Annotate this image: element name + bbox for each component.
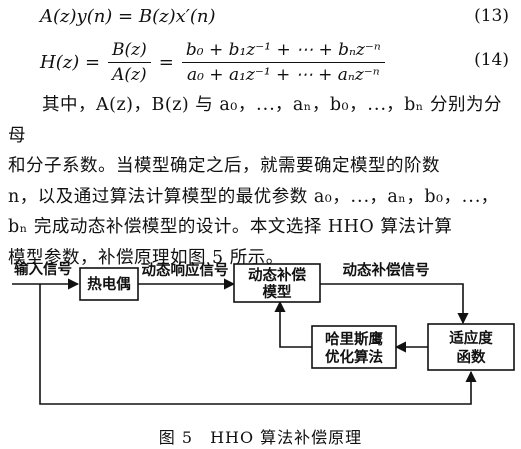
compensation-signal-arrow [320,283,469,325]
hho-label-1: 哈里斯鹰 [325,330,383,348]
equation-14-lhs: H(z) = [40,51,101,73]
compensation-model-label-2: 模型 [263,283,292,301]
hho-label-2: 优化算法 [325,348,383,366]
hho-to-model-arrow [274,300,312,348]
fitness-box [427,323,515,371]
equation-14-frac1-denominator: A(z) [112,64,147,85]
body-paragraph: 其中，A(z)，B(z) 与 a₀，⋯，aₙ，b₀，⋯，bₙ 分别为分母 和分子… [8,90,513,273]
equation-14-fraction-2: b₀ + b₁z⁻¹ + ⋯ + bₙz⁻ⁿ a₀ + a₁z⁻¹ + ⋯ + … [181,40,385,85]
equation-14-fraction-1: B(z) A(z) [108,40,151,85]
hho-box [311,325,397,369]
paragraph-line-1: 其中，A(z)，B(z) 与 a₀，⋯，aₙ，b₀，⋯，bₙ 分别为分母 [8,95,502,146]
equation-14-equals: = [158,51,174,73]
paragraph-line-4: bₙ 完成动态补偿模型的设计。本文选择 HHO 算法计算 [8,217,453,237]
paragraph-line-3: n，以及通过算法计算模型的最优参数 a₀，⋯，aₙ，b₀，⋯， [8,186,499,207]
equation-14-number: (14) [474,50,509,70]
compensation-model-box [233,263,321,303]
fitness-label-1: 适应度 [449,329,493,347]
paragraph-line-2: 和分子系数。当模型确定之后，就需要确定模型的阶数 [8,156,440,176]
thermocouple-label: 热电偶 [87,275,131,293]
equation-14: H(z) = B(z) A(z) = b₀ + b₁z⁻¹ + ⋯ + bₙz⁻… [0,34,521,90]
equation-14-frac2-numerator: b₀ + b₁z⁻¹ + ⋯ + bₙz⁻ⁿ [181,40,385,63]
equation-14-frac2-denominator: a₀ + a₁z⁻¹ + ⋯ + aₙz⁻ⁿ [186,64,380,85]
reference-feedback-arrow [39,284,477,405]
input-signal-label: 输入信号 [14,260,72,278]
equation-13-body: A(z)y(n) = B(z)x′(n) [40,6,216,27]
compensation-block-diagram: 输入信号 热电偶 动态响应信号 动态补偿 模型 动态补偿信号 哈里斯鹰 优化算法… [12,260,515,405]
dynamic-response-label: 动态响应信号 [142,261,229,279]
equation-14-frac1-numerator: B(z) [108,40,151,63]
compensation-signal-label: 动态补偿信号 [343,261,430,279]
compensation-model-label-1: 动态补偿 [248,266,306,284]
equation-13-number: (13) [474,6,509,26]
equation-13: A(z)y(n) = B(z)x′(n) (13) [0,6,521,32]
figure-caption: 图 5 HHO 算法补偿原理 [158,428,363,447]
fitness-label-2: 函数 [457,348,486,366]
paragraph-line-5: 模型参数，补偿原理如图 5 所示。 [8,247,284,268]
thermocouple-box [79,267,139,301]
